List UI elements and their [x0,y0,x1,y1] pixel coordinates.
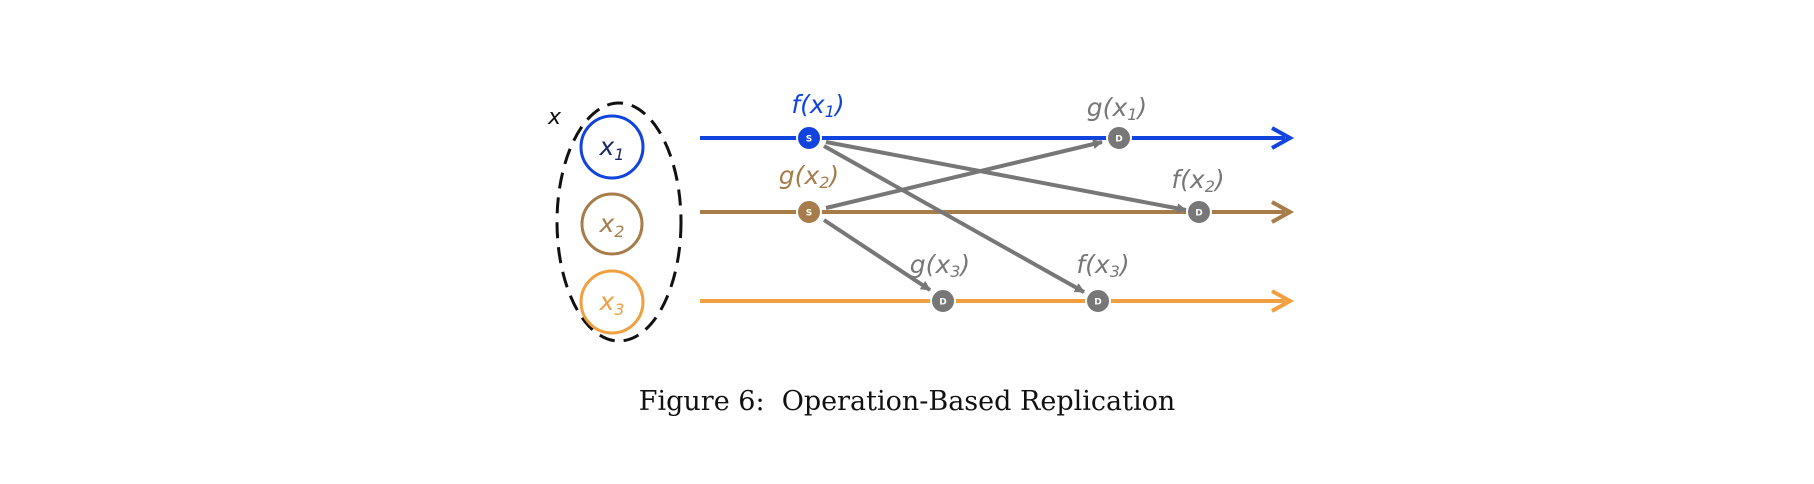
dest-node-x3-g: D [930,288,956,314]
source-node-x1: S [796,125,822,151]
element-x1-circle [579,114,645,180]
dest-node-x1: D [1106,125,1132,151]
dest-node-x2: D [1186,199,1212,225]
label-f-x2: f(x2) [1171,165,1224,196]
arrow-f-x1-to-x3 [823,144,1085,294]
dest-node-x3-f: D [1085,288,1111,314]
timeline-x3-arrowhead [1271,289,1295,313]
figure-caption: Figure 6: Operation-Based Replication [0,386,1814,417]
caption-prefix: Figure 6: [638,386,765,417]
label-f-x1: f(x1) [791,90,844,121]
element-x3-circle [579,269,645,335]
element-x1-label: x1 [599,132,625,164]
svg-text:D: D [1115,135,1122,145]
set-label: x [547,105,562,130]
svg-text:D: D [1094,298,1101,308]
caption-title: Operation-Based Replication [781,386,1176,417]
timeline-x1 [700,126,1295,150]
source-node-x2: S [796,199,822,225]
arrow-g-x2-to-x1 [825,139,1103,210]
timeline-x2-arrowhead [1271,200,1295,224]
label-g-x2: g(x2) [779,161,839,192]
state-set: x x1 x2 x3 [547,101,683,343]
arrow-g-x2-to-x3 [822,218,932,292]
propagation-arrows [822,139,1187,294]
element-x2-circle [580,192,644,256]
timeline-x3 [700,289,1295,313]
element-x2-label: x2 [599,209,625,241]
svg-text:S: S [806,209,812,219]
set-boundary-ellipse [555,101,683,343]
svg-text:D: D [1195,209,1202,219]
label-g-x1: g(x1) [1087,93,1147,124]
label-g-x3: g(x3) [910,250,970,281]
svg-text:D: D [939,298,946,308]
arrow-f-x1-to-x2 [825,140,1187,214]
element-x3-label: x3 [599,287,625,319]
timeline-x1-arrowhead [1271,126,1295,150]
label-f-x3: f(x3) [1076,250,1129,281]
svg-text:S: S [806,135,812,145]
